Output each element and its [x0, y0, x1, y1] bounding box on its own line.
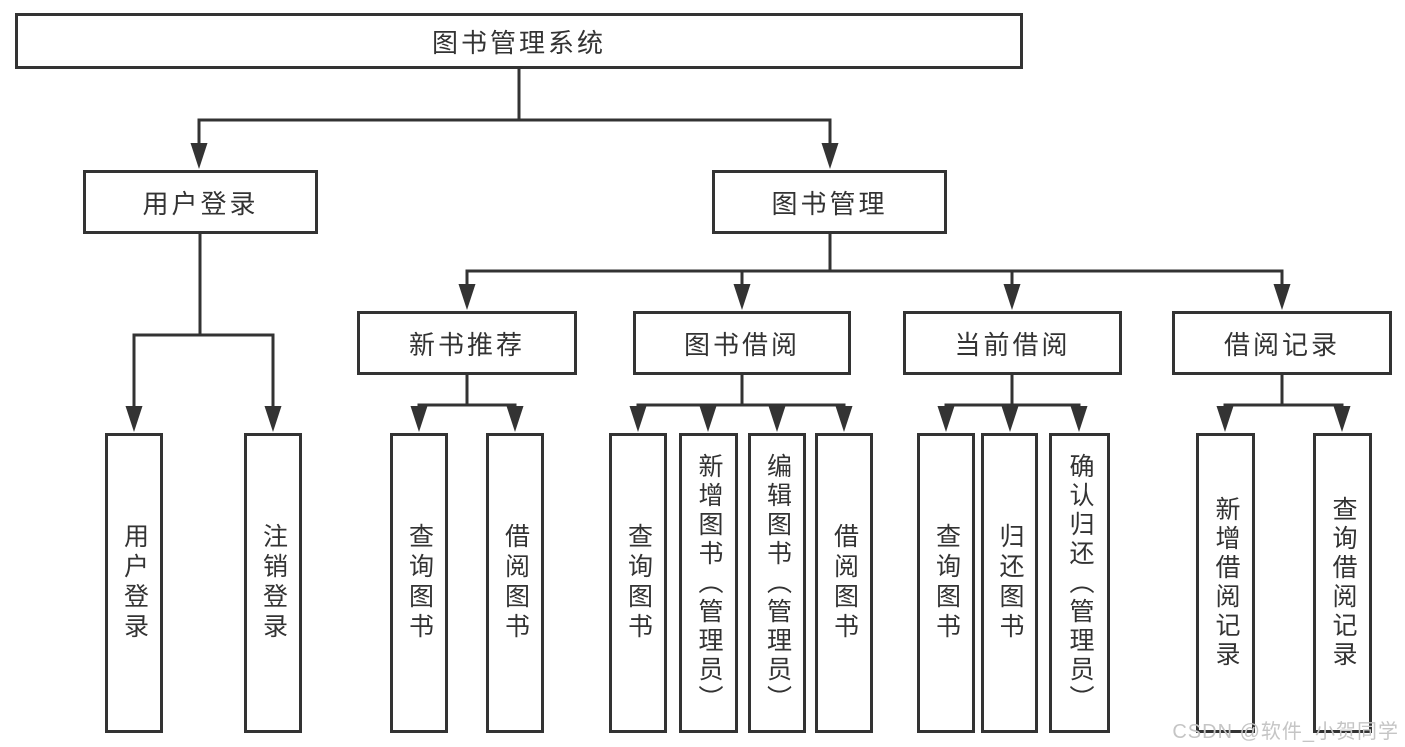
leaf-search-books-recommend: 查询图书	[390, 433, 448, 733]
leaf-logout: 注销登录	[244, 433, 302, 733]
node-book-management: 图书管理	[712, 170, 947, 234]
leaf-label: 查询图书	[405, 523, 434, 643]
leaf-label: 归还图书	[996, 523, 1024, 643]
node-user-login: 用户登录	[83, 170, 318, 234]
leaf-label: 用户登录	[120, 523, 149, 643]
leaf-label: 确认归还（管理员）	[1066, 452, 1094, 714]
leaf-label: 查询图书	[932, 523, 961, 643]
leaf-label: 新增图书（管理员）	[695, 452, 723, 714]
leaf-add-borrow-record: 新增借阅记录	[1196, 433, 1255, 733]
leaf-user-login: 用户登录	[105, 433, 163, 733]
leaf-label: 注销登录	[259, 523, 288, 643]
leaf-borrow-books-recommend: 借阅图书	[486, 433, 544, 733]
leaf-label: 借阅图书	[830, 523, 859, 643]
node-book-borrowing: 图书借阅	[633, 311, 851, 375]
leaf-return-books: 归还图书	[981, 433, 1038, 733]
node-current-borrowing: 当前借阅	[903, 311, 1122, 375]
leaf-label: 借阅图书	[501, 523, 530, 643]
leaf-edit-book-admin: 编辑图书（管理员）	[748, 433, 806, 733]
leaf-borrow-books: 借阅图书	[815, 433, 873, 733]
leaf-add-book-admin: 新增图书（管理员）	[679, 433, 738, 733]
leaf-label: 新增借阅记录	[1212, 496, 1240, 670]
leaf-label: 查询借阅记录	[1329, 496, 1357, 670]
leaf-label: 编辑图书（管理员）	[763, 452, 792, 714]
leaf-search-books-current: 查询图书	[917, 433, 975, 733]
leaf-confirm-return-admin: 确认归还（管理员）	[1049, 433, 1110, 733]
leaf-search-borrow-record: 查询借阅记录	[1313, 433, 1372, 733]
node-library-management-system: 图书管理系统	[15, 13, 1023, 69]
leaf-search-books-borrow: 查询图书	[609, 433, 667, 733]
csdn-watermark: CSDN @软件_小贺同学	[1172, 721, 1399, 743]
leaf-label: 查询图书	[624, 523, 653, 643]
node-new-book-recommendation: 新书推荐	[357, 311, 577, 375]
node-borrowing-records: 借阅记录	[1172, 311, 1392, 375]
